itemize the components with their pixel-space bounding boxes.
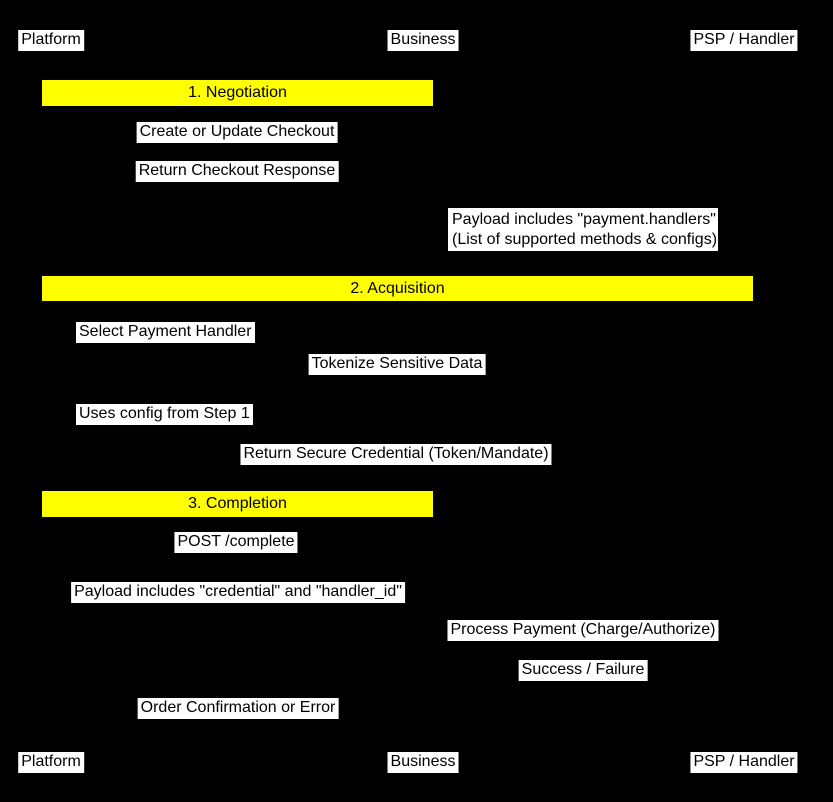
- message-create-checkout: Create or Update Checkout: [136, 122, 338, 143]
- message-return-credential: Return Secure Credential (Token/Mandate): [240, 444, 552, 465]
- message-return-checkout: Return Checkout Response: [135, 161, 339, 182]
- actor-psp-bottom: PSP / Handler: [690, 752, 798, 773]
- message-tokenize: Tokenize Sensitive Data: [308, 354, 486, 375]
- note-payment-handlers-line1: Payload includes "payment.handlers": [452, 211, 716, 228]
- message-process-payment: Process Payment (Charge/Authorize): [447, 620, 719, 641]
- divider-acquisition: 2. Acquisition: [42, 276, 753, 301]
- actor-platform-bottom: Platform: [18, 752, 84, 773]
- note-payment-handlers: Payload includes "payment.handlers" (Lis…: [448, 208, 718, 252]
- actor-psp-top: PSP / Handler: [690, 30, 798, 51]
- message-success-failure: Success / Failure: [518, 660, 648, 681]
- message-uses-config: Uses config from Step 1: [76, 404, 253, 425]
- message-select-handler: Select Payment Handler: [76, 322, 255, 343]
- divider-negotiation: 1. Negotiation: [42, 80, 433, 106]
- message-order-confirmation: Order Confirmation or Error: [137, 698, 339, 719]
- message-payload-credential: Payload includes "credential" and "handl…: [71, 582, 405, 603]
- message-post-complete: POST /complete: [174, 532, 298, 553]
- actor-business-top: Business: [387, 30, 459, 51]
- divider-completion: 3. Completion: [42, 491, 433, 517]
- actor-platform-top: Platform: [18, 30, 84, 51]
- note-payment-handlers-line2: (List of supported methods & configs): [452, 230, 718, 248]
- actor-business-bottom: Business: [387, 752, 459, 773]
